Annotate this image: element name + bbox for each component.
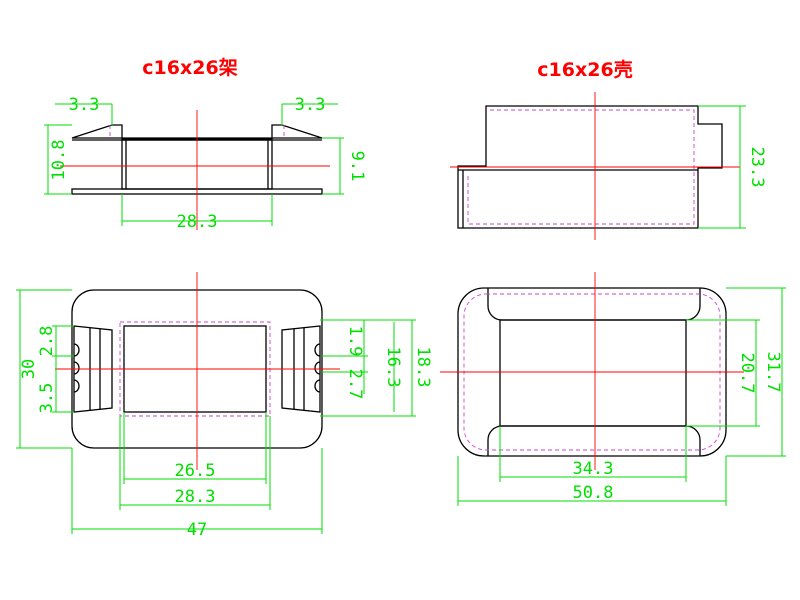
dim-2-7: 2.7: [345, 369, 365, 400]
dim-23-3: 23.3: [747, 147, 767, 188]
bobbin-title: c16x26架: [142, 57, 237, 79]
shell-top-view: [440, 272, 786, 506]
dim-3-3-right: 3.3: [295, 95, 326, 115]
dim-28-3-top: 28.3: [175, 487, 216, 507]
dim-34-3: 34.3: [573, 459, 614, 479]
dim-16-3: 16.3: [383, 347, 403, 388]
dim-28-3-side: 28.3: [177, 212, 218, 232]
shell-title: c16x26壳: [537, 58, 632, 81]
dim-50-8: 50.8: [573, 483, 614, 503]
bobbin-top-view: [16, 272, 416, 534]
dim-20-7: 20.7: [737, 353, 757, 394]
dim-9-1: 9.1: [347, 151, 367, 182]
dim-30: 30: [19, 359, 39, 379]
dim-1-9: 1.9: [345, 326, 365, 357]
dim-3-3-left: 3.3: [69, 95, 100, 115]
shell-side-view: [450, 92, 746, 240]
dim-31-7: 31.7: [763, 352, 783, 393]
dim-10-8: 10.8: [49, 140, 69, 181]
dim-3-5: 3.5: [37, 383, 57, 414]
dim-18-3: 18.3: [413, 347, 433, 388]
dim-47: 47: [187, 520, 207, 540]
dim-26-5: 26.5: [175, 461, 216, 481]
dim-2-8: 2.8: [37, 326, 57, 357]
bobbin-side-view: [44, 103, 344, 230]
